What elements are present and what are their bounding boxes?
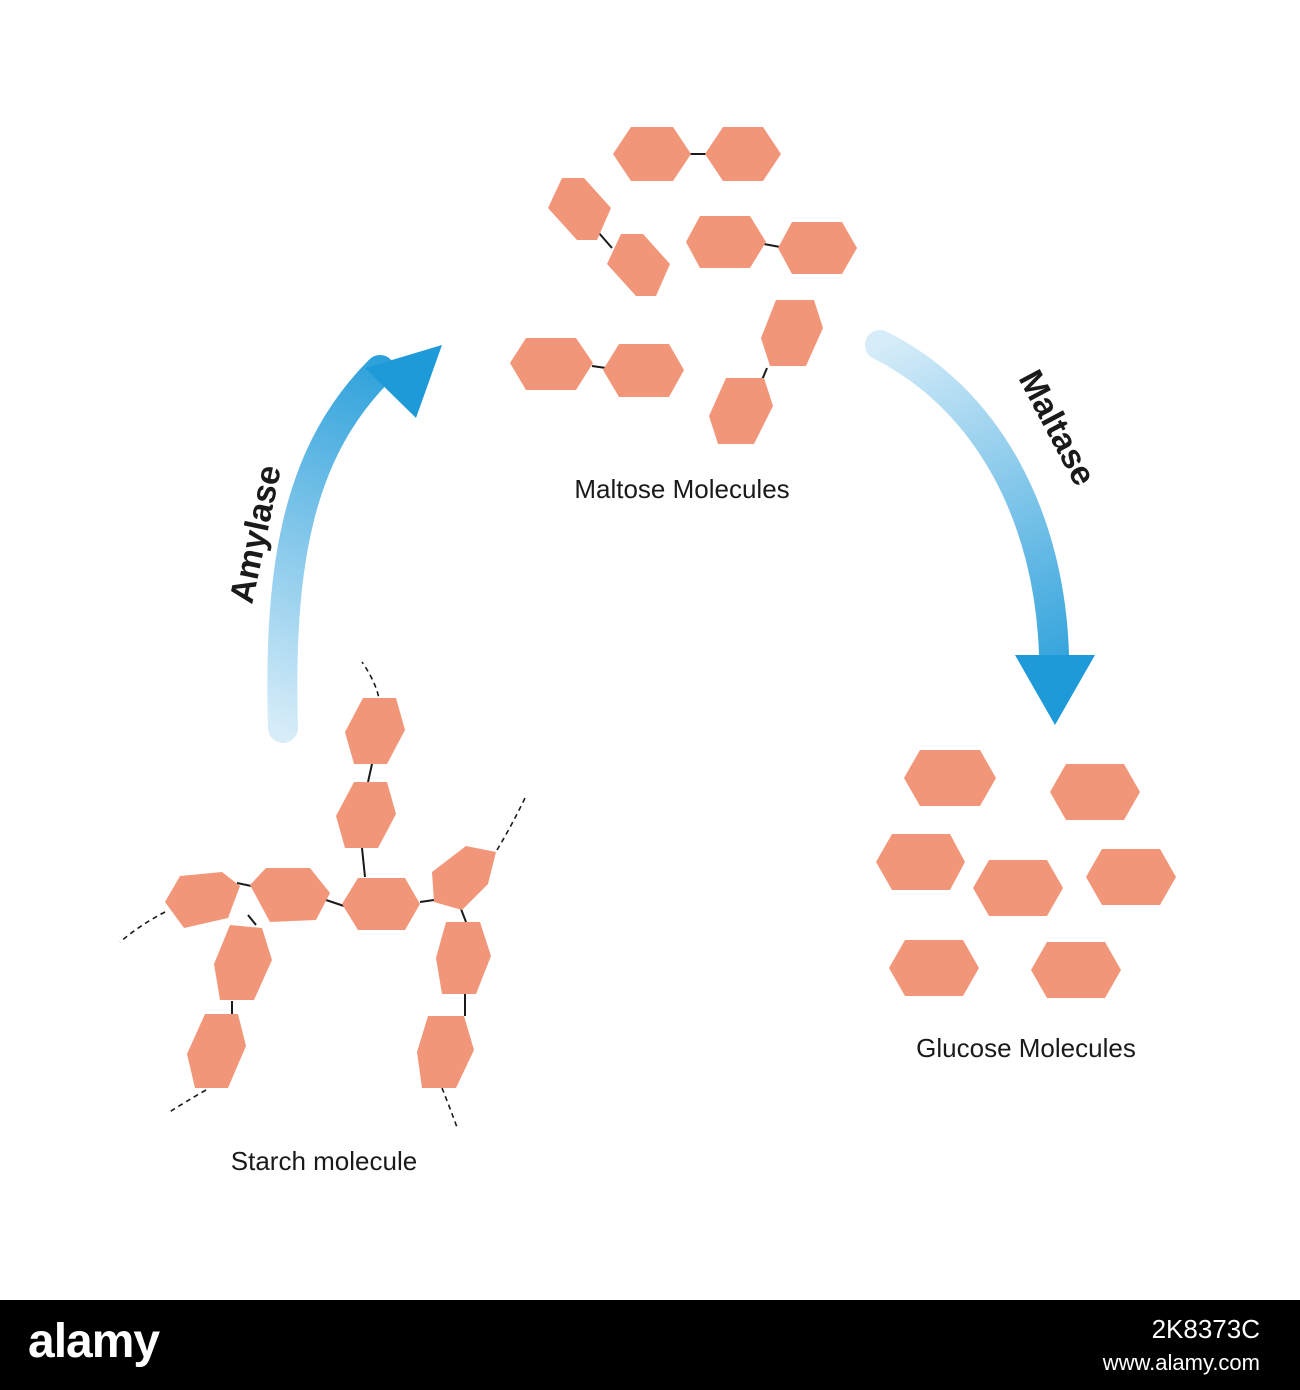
- glucose-label: Glucose Molecules: [916, 1033, 1136, 1063]
- maltose-unit: [548, 178, 611, 240]
- maltase-arrow: [865, 330, 1095, 725]
- starch-unit: [165, 872, 240, 928]
- image-id: 2K8373C: [1151, 1314, 1260, 1344]
- glucose-unit: [1050, 764, 1140, 820]
- starch-unit: [214, 925, 272, 1000]
- maltose-unit: [761, 300, 823, 366]
- starch-unit: [432, 846, 496, 910]
- glucose-unit: [1086, 849, 1176, 905]
- glucose-unit: [889, 940, 979, 996]
- maltose-unit: [709, 378, 773, 444]
- digestion-diagram: Amylase Maltase: [119, 127, 1176, 1176]
- maltose-unit: [686, 216, 766, 268]
- maltose-unit: [613, 127, 691, 181]
- starch-unit: [417, 1016, 474, 1088]
- starch-unit: [336, 782, 396, 848]
- maltose-unit: [603, 344, 684, 397]
- starch-unit: [250, 868, 330, 922]
- maltose-unit: [705, 127, 781, 181]
- maltose-label: Maltose Molecules: [574, 474, 789, 504]
- glucose-molecules: [876, 750, 1176, 998]
- diagram-canvas: Amylase Maltase: [119, 127, 1176, 1176]
- amylase-arrow: [267, 345, 442, 743]
- starch-unit: [345, 698, 405, 764]
- glucose-unit: [973, 860, 1063, 916]
- starch-label: Starch molecule: [231, 1146, 417, 1176]
- starch-unit: [436, 922, 491, 994]
- maltose-unit: [778, 222, 857, 274]
- site-url: www.alamy.com: [1102, 1350, 1260, 1375]
- glucose-unit: [876, 834, 965, 890]
- starch-unit: [342, 878, 420, 930]
- glucose-unit: [1031, 942, 1121, 998]
- starch-unit: [187, 1014, 246, 1088]
- maltose-molecules: [510, 127, 857, 444]
- watermark-footer: alamy 2K8373C www.alamy.com: [0, 1300, 1300, 1390]
- glucose-unit: [904, 750, 996, 806]
- starch-molecule: [119, 661, 526, 1131]
- brand-logo: alamy: [28, 1315, 160, 1368]
- maltose-unit: [510, 338, 593, 390]
- maltose-unit: [607, 234, 670, 296]
